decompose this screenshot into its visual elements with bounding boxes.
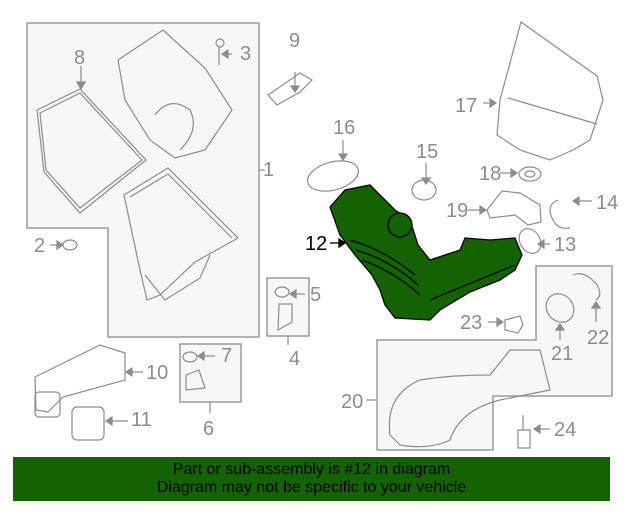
callout-4[interactable]: 4 <box>289 348 301 370</box>
assembly-box-20 <box>376 265 613 451</box>
callout-12[interactable]: 12 <box>305 233 328 255</box>
callout-8[interactable]: 8 <box>74 47 86 69</box>
callout-5[interactable]: 5 <box>310 284 322 306</box>
callout-15[interactable]: 15 <box>416 141 439 163</box>
callout-3[interactable]: 3 <box>240 43 252 65</box>
callout-21[interactable]: 21 <box>551 343 574 365</box>
callout-22[interactable]: 22 <box>587 327 610 349</box>
callout-10[interactable]: 10 <box>146 362 169 384</box>
callout-24[interactable]: 24 <box>554 419 577 441</box>
assembly-box-1 <box>26 22 260 338</box>
callout-23[interactable]: 23 <box>460 312 483 334</box>
callout-6[interactable]: 6 <box>203 418 215 440</box>
highlighted-part-12 <box>329 184 523 321</box>
callout-13[interactable]: 13 <box>554 234 577 256</box>
callout-18[interactable]: 18 <box>479 163 502 185</box>
info-banner: Part or sub-assembly is #12 in diagram D… <box>13 457 610 501</box>
callout-14[interactable]: 14 <box>596 192 619 214</box>
banner-line-1: Part or sub-assembly is #12 in diagram <box>172 461 451 478</box>
callout-7[interactable]: 7 <box>221 345 233 367</box>
callout-2[interactable]: 2 <box>34 235 46 257</box>
banner-line-2: Diagram may not be specific to your vehi… <box>156 479 467 496</box>
callout-17[interactable]: 17 <box>455 95 478 117</box>
callout-19[interactable]: 19 <box>446 200 469 222</box>
callout-9[interactable]: 9 <box>289 30 301 52</box>
assembly-box-4 <box>266 277 310 337</box>
callout-11[interactable]: 11 <box>131 409 152 431</box>
callout-20[interactable]: 20 <box>341 391 364 413</box>
callout-16[interactable]: 16 <box>333 117 356 139</box>
callout-1[interactable]: 1 <box>263 159 275 181</box>
